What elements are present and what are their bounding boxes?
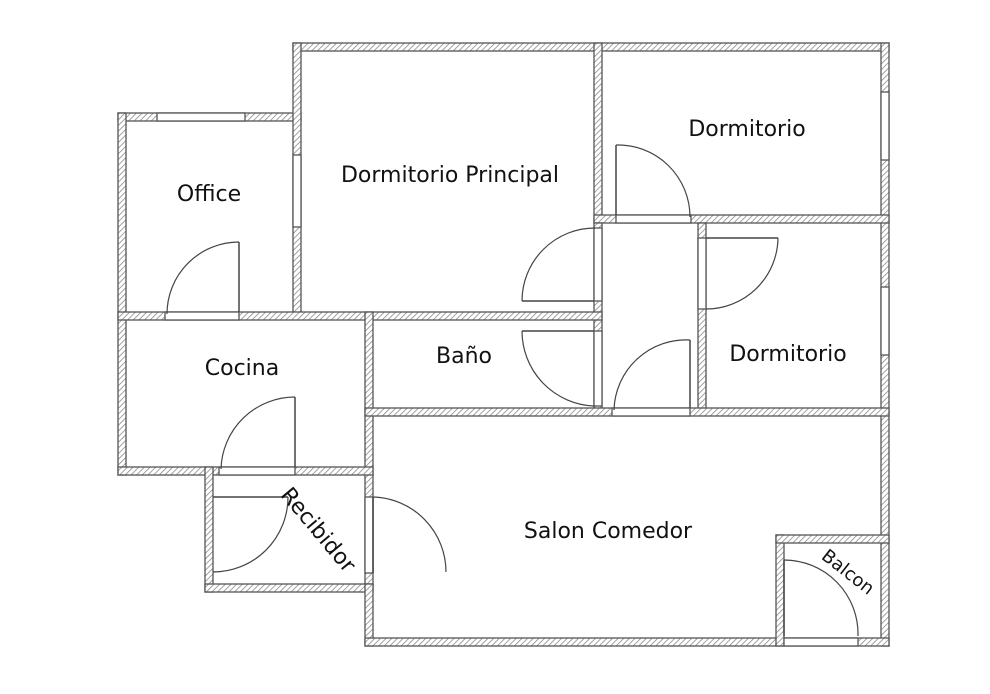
door-gap-cocina (218, 466, 296, 476)
door-bano (521, 330, 595, 407)
wall-right-lower (880, 539, 890, 647)
wall-dorm-north-bottom (593, 214, 890, 224)
door-dorm-principal (521, 227, 596, 302)
label-bano: Baño (436, 344, 492, 369)
door-dorm-north (615, 144, 691, 218)
wall-balcon-left (775, 534, 785, 647)
door-cocina (220, 396, 296, 470)
label-dormitorio-north: Dormitorio (688, 117, 805, 142)
wall-recibidor-left (204, 466, 214, 593)
door-gap-dorm-north (615, 214, 692, 224)
door-gap-dorm-east (697, 237, 707, 310)
label-salon-comedor: Salon Comedor (524, 519, 693, 544)
label-recibidor: Recibidor (275, 483, 361, 578)
label-cocina: Cocina (205, 356, 279, 381)
wall-recibidor-bottom (204, 583, 374, 593)
wall-top (292, 42, 890, 52)
wall-balcon-top (775, 534, 890, 544)
door-gap-office (164, 311, 240, 321)
door-salon (372, 496, 447, 573)
window-dorm-east (880, 286, 890, 356)
door-gap-hall-salon (611, 407, 691, 417)
label-office: Office (177, 182, 241, 207)
wall-left (117, 112, 127, 476)
wall-bottom (364, 637, 890, 647)
door-recibidor (212, 496, 289, 573)
door-hall (613, 339, 691, 411)
window-office-right (292, 154, 302, 228)
door-dorm-east (705, 237, 779, 310)
label-dormitorio-east: Dormitorio (729, 342, 846, 367)
door-gap-salon-left (364, 496, 374, 574)
doors (166, 144, 859, 637)
wall-mid-horizontal (117, 311, 603, 321)
wall-salon-left-lower (364, 583, 374, 647)
window-dorm-north (880, 91, 890, 161)
door-gap-bano (593, 330, 603, 407)
label-dormitorio-principal: Dormitorio Principal (341, 163, 559, 188)
label-balcon: Balcon (817, 545, 878, 599)
window-office-top (156, 112, 246, 122)
door-gap-dorm-principal (593, 227, 603, 302)
wall-dorm-divider (593, 42, 603, 224)
door-gap-balcon (783, 637, 859, 647)
door-office (166, 241, 240, 315)
door-balcon (783, 559, 859, 637)
openings (156, 91, 890, 647)
